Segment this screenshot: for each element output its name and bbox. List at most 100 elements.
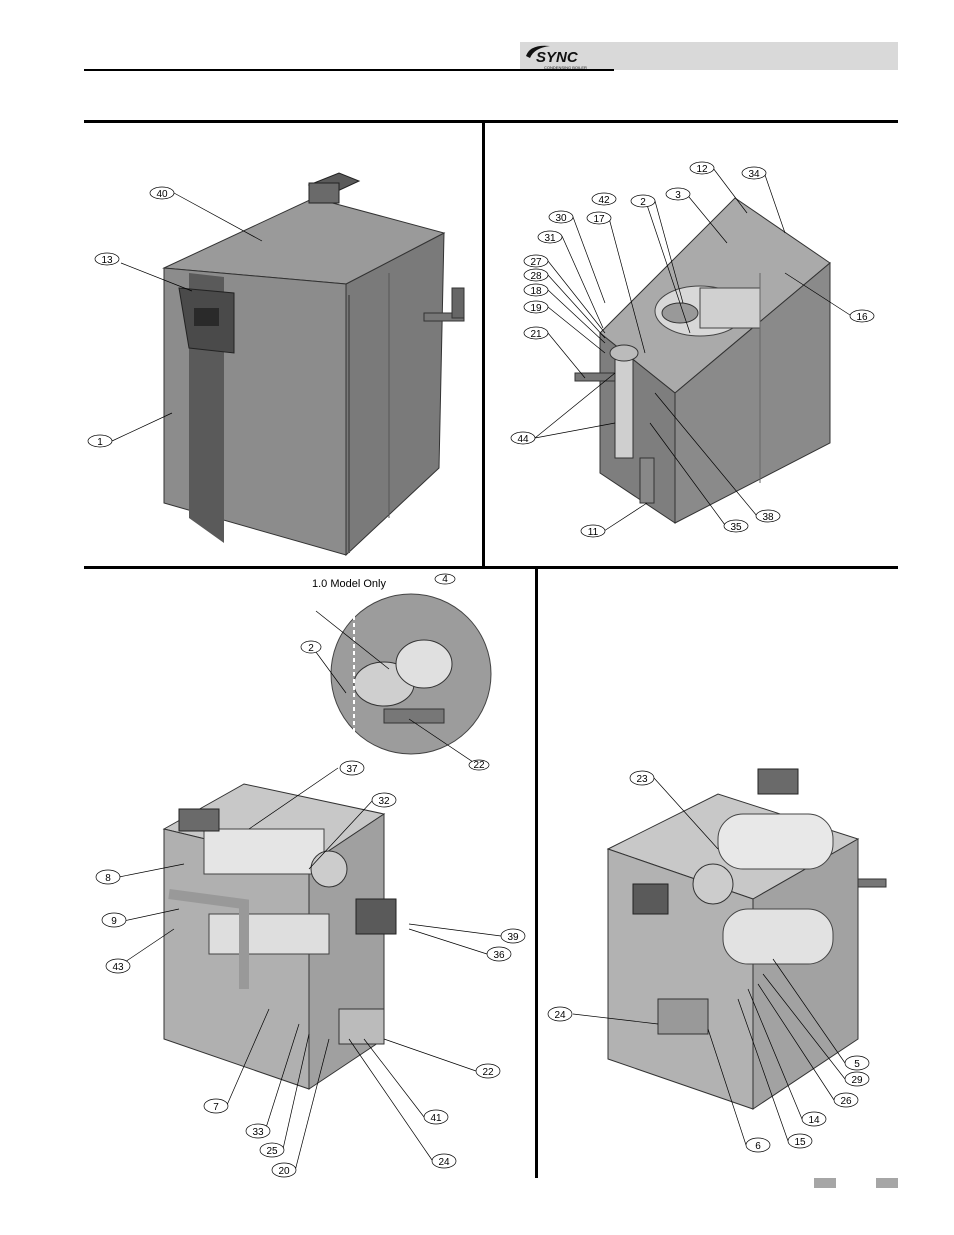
callout-label: 14 xyxy=(808,1115,820,1126)
callout-label: 43 xyxy=(112,962,124,973)
callout-bubble xyxy=(475,1063,501,1079)
callout-label: 24 xyxy=(554,1010,566,1021)
callout-bubble xyxy=(537,230,563,244)
callout-label: 12 xyxy=(696,164,708,175)
callout-bubble xyxy=(468,759,490,771)
callout-bubble xyxy=(339,760,365,776)
callout-bubble xyxy=(741,166,767,180)
frame-top-divider xyxy=(482,120,485,567)
frame-middle-rule xyxy=(84,566,898,569)
callout-label: 18 xyxy=(530,286,542,297)
callout-bubble xyxy=(849,309,875,323)
callout-label: 21 xyxy=(530,329,542,340)
callout-bubble xyxy=(523,254,549,268)
callout-bubble xyxy=(745,1137,771,1153)
front-view-illustration: 40 13 1 xyxy=(87,172,465,557)
callout-label: 24 xyxy=(438,1157,450,1168)
callout-bubble xyxy=(203,1098,229,1114)
footer-box-right xyxy=(876,1178,898,1188)
callout-bubble xyxy=(510,431,536,445)
callout-label: 39 xyxy=(507,932,519,943)
callout-label: 8 xyxy=(105,873,111,884)
callout-label: 29 xyxy=(851,1075,863,1086)
callout-label: 1 xyxy=(97,437,103,448)
callout-label: 11 xyxy=(588,527,599,538)
callout-label: 37 xyxy=(346,764,358,775)
callout-label: 41 xyxy=(430,1113,442,1124)
callout-bubble xyxy=(486,946,512,962)
header-band xyxy=(520,42,898,70)
callout-label: 27 xyxy=(530,257,542,268)
callout-bubble xyxy=(844,1071,870,1087)
callout-label: 9 xyxy=(111,916,117,927)
callout-bubble xyxy=(371,792,397,808)
frame-top-rule xyxy=(84,120,898,123)
front-callouts: 40 13 1 xyxy=(87,186,175,448)
callout-bubble xyxy=(523,300,549,314)
callout-label: 25 xyxy=(266,1146,278,1157)
callout-label: 13 xyxy=(101,255,113,266)
header-rule xyxy=(84,69,614,71)
callout-bubble xyxy=(431,1153,457,1169)
detail-and-left-callouts: 4 2 22 37 32 8 9 43 39 36 22 7 33 25 20 … xyxy=(95,573,526,1178)
callout-bubble xyxy=(580,524,606,538)
footer-box-left xyxy=(814,1178,836,1188)
callout-label: 17 xyxy=(593,214,605,225)
callout-bubble xyxy=(500,928,526,944)
callout-label: 28 xyxy=(530,271,542,282)
callout-label: 20 xyxy=(278,1166,290,1177)
callout-bubble xyxy=(523,283,549,297)
callout-label: 30 xyxy=(555,213,567,224)
callout-bubble xyxy=(95,869,121,885)
callout-bubble xyxy=(245,1123,271,1139)
callout-bubble xyxy=(665,187,691,201)
rear-view-illustration: 12 34 3 42 2 30 17 31 27 28 18 19 21 44 … xyxy=(510,161,875,538)
callout-label: 32 xyxy=(378,796,390,807)
callout-bubble xyxy=(787,1133,813,1149)
callout-bubble xyxy=(547,1006,573,1022)
callout-label: 15 xyxy=(794,1137,806,1148)
callout-label: 16 xyxy=(856,312,868,323)
callout-bubble xyxy=(300,640,322,654)
callout-label: 26 xyxy=(840,1096,852,1107)
callout-bubble xyxy=(629,770,655,786)
callout-label: 38 xyxy=(762,512,774,523)
callout-label: 31 xyxy=(544,233,556,244)
callout-label: 2 xyxy=(308,643,314,654)
callout-bubble xyxy=(271,1162,297,1178)
callout-bubble xyxy=(586,211,612,225)
right-open-view-illustration: 23 24 5 29 26 14 15 6 xyxy=(547,768,887,1153)
callout-bubble xyxy=(755,509,781,523)
callout-bubble xyxy=(548,210,574,224)
callout-label: 42 xyxy=(598,195,610,206)
callout-label: 35 xyxy=(730,522,742,533)
callout-bubble xyxy=(844,1055,870,1071)
callout-bubble xyxy=(259,1142,285,1158)
callout-bubble xyxy=(689,161,715,175)
callout-bubble xyxy=(434,573,456,585)
callout-bubble xyxy=(105,958,131,974)
callout-label: 6 xyxy=(755,1141,761,1152)
callout-label: 44 xyxy=(517,434,529,445)
callout-label: 22 xyxy=(482,1067,494,1078)
left-open-view-illustration: 4 2 22 37 32 8 9 43 39 36 22 7 33 25 20 … xyxy=(95,573,526,1178)
right-callouts: 23 24 5 29 26 14 15 6 xyxy=(547,770,870,1153)
callout-bubble xyxy=(423,1109,449,1125)
callout-label: 7 xyxy=(213,1102,219,1113)
callout-bubble xyxy=(101,912,127,928)
logo-text: SYNC xyxy=(536,49,579,66)
callout-label: 33 xyxy=(252,1127,264,1138)
callout-label: 19 xyxy=(530,303,542,314)
callout-label: 3 xyxy=(675,190,681,201)
callout-bubble xyxy=(523,326,549,340)
frame-bottom-divider xyxy=(535,566,538,1178)
callout-bubble xyxy=(149,186,175,200)
callout-bubble xyxy=(87,434,113,448)
callout-label: 36 xyxy=(493,950,505,961)
callout-label: 40 xyxy=(156,189,168,200)
rear-callouts: 12 34 3 42 2 30 17 31 27 28 18 19 21 44 … xyxy=(510,161,875,538)
callout-label: 2 xyxy=(640,197,646,208)
callout-label: 34 xyxy=(748,169,760,180)
callout-bubble xyxy=(723,519,749,533)
callout-bubble xyxy=(94,252,120,266)
